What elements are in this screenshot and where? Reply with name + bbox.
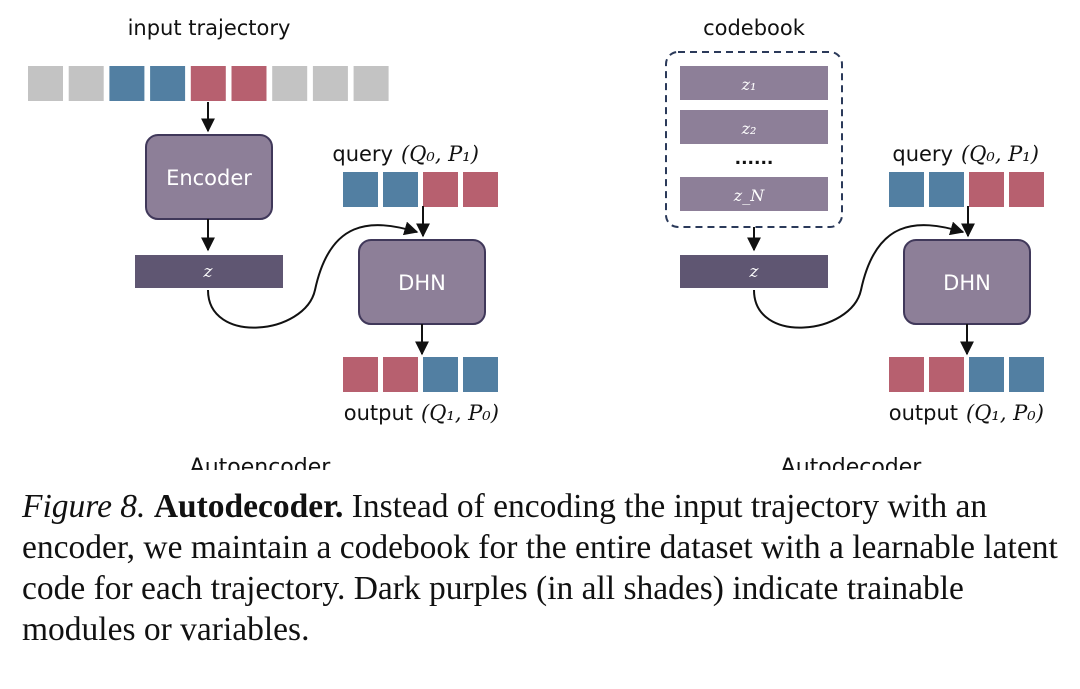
latent-code-label: z xyxy=(749,262,760,282)
gray-token xyxy=(68,66,104,101)
autodecoder-panel-label: Autodecoder xyxy=(781,455,923,470)
red-token xyxy=(463,172,498,207)
figure-number: Figure 8. xyxy=(22,488,146,525)
blue-token xyxy=(423,357,458,392)
blue-token xyxy=(343,172,378,207)
code-label-n: z_N xyxy=(733,186,765,205)
blue-token xyxy=(463,357,498,392)
output-tokens xyxy=(889,357,1044,392)
input-trajectory-label: input trajectory xyxy=(128,16,291,40)
query-tokens xyxy=(889,172,1044,207)
output-tokens xyxy=(343,357,498,392)
query-math: (Q₀, P₁) xyxy=(401,142,479,166)
red-token xyxy=(889,357,924,392)
codebook-label: codebook xyxy=(703,16,806,40)
latent-code-bar xyxy=(135,255,283,288)
output-math: (Q₁, P₀) xyxy=(966,401,1044,425)
red-token xyxy=(1009,172,1044,207)
red-token xyxy=(383,357,418,392)
query-label: query xyxy=(332,142,393,166)
blue-token xyxy=(929,172,964,207)
red-token xyxy=(190,66,226,101)
gray-token xyxy=(353,66,389,101)
code-row xyxy=(680,177,828,211)
gray-token xyxy=(272,66,308,101)
latent-code-bar xyxy=(680,255,828,288)
codebook-container xyxy=(665,51,843,228)
blue-token xyxy=(889,172,924,207)
encoder-label: Encoder xyxy=(166,166,252,190)
query-math: (Q₀, P₁) xyxy=(961,142,1039,166)
figure-caption: Figure 8. Autodecoder. Instead of encodi… xyxy=(22,486,1062,650)
dhn-label: DHN xyxy=(398,271,446,295)
caption-body: Instead of encoding the input trajectory… xyxy=(22,488,1058,648)
figure-title: Autodecoder. xyxy=(153,488,344,525)
red-token xyxy=(929,357,964,392)
blue-token xyxy=(383,172,418,207)
code-row xyxy=(680,110,828,144)
dhn-label: DHN xyxy=(943,271,991,295)
code-ellipsis: ...... xyxy=(735,149,774,169)
red-token xyxy=(231,66,267,101)
code-row xyxy=(680,66,828,100)
curved-connector-icon xyxy=(207,221,419,329)
red-token xyxy=(343,357,378,392)
code-label-1: z₁ xyxy=(741,75,757,94)
autoencoder-panel-label: Autoencoder xyxy=(190,455,332,470)
blue-token xyxy=(150,66,186,101)
blue-token xyxy=(969,357,1004,392)
code-label-2: z₂ xyxy=(741,119,757,138)
output-label: output xyxy=(889,401,958,425)
blue-token xyxy=(109,66,145,101)
red-token xyxy=(969,172,1004,207)
gray-token xyxy=(28,66,63,101)
blue-token xyxy=(1009,357,1044,392)
gray-token xyxy=(312,66,348,101)
query-tokens xyxy=(343,172,498,207)
input-trajectory-tokens xyxy=(28,66,389,101)
red-token xyxy=(423,172,458,207)
latent-code-label: z xyxy=(203,262,214,282)
output-label: output xyxy=(344,401,413,425)
output-math: (Q₁, P₀) xyxy=(421,401,499,425)
curved-connector-icon xyxy=(753,221,965,329)
query-label: query xyxy=(892,142,953,166)
autodecoder-diagram: input trajectory Encoder z query (Q₀, P₁… xyxy=(28,16,1044,470)
